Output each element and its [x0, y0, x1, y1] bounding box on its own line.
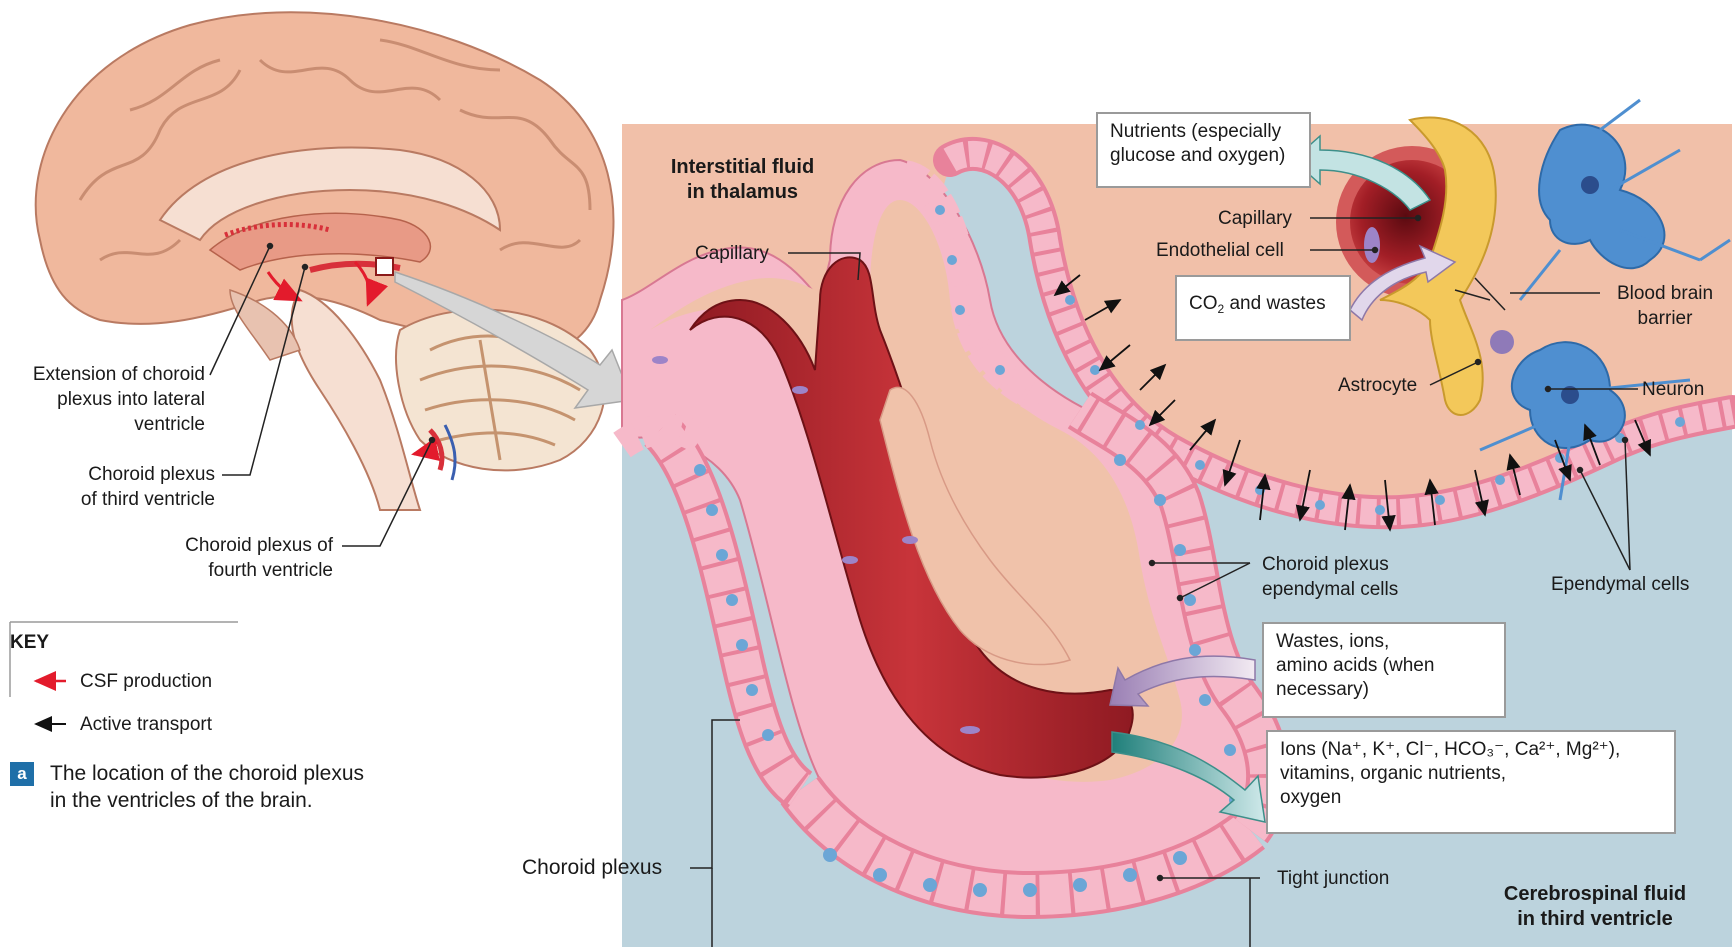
- key-csf-production: CSF production: [80, 669, 212, 694]
- panel-caption: The location of the choroid plexus in th…: [50, 760, 364, 814]
- label-neuron: Neuron: [1642, 377, 1704, 402]
- label-extension-choroid: Extension of choroid plexus into lateral…: [0, 362, 205, 437]
- label-capillary-right: Capillary: [1218, 206, 1292, 231]
- label-choroid-ependymal-cells: Choroid plexus ependymal cells: [1262, 552, 1398, 602]
- label-choroid-fourth-ventricle: Choroid plexus of fourth ventricle: [130, 533, 333, 583]
- label-csf-third-ventricle: Cerebrospinal fluid in third ventricle: [1460, 882, 1730, 932]
- label-choroid-plexus: Choroid plexus: [522, 855, 662, 880]
- ions-line-1: Ions (Na⁺, K⁺, Cl⁻, HCO₃⁻, Ca²⁺, Mg²⁺),: [1280, 738, 1662, 762]
- co2-text: CO: [1189, 293, 1218, 314]
- label-tight-junction: Tight junction: [1277, 866, 1389, 891]
- label-astrocyte: Astrocyte: [1338, 373, 1417, 398]
- box-nutrients: Nutrients (especially glucose and oxygen…: [1096, 112, 1311, 188]
- label-capillary-left: Capillary: [695, 241, 769, 266]
- key-title: KEY: [10, 632, 49, 654]
- ions-line-2: vitamins, organic nutrients, oxygen: [1280, 762, 1662, 810]
- label-choroid-third-ventricle: Choroid plexus of third ventricle: [30, 462, 215, 512]
- label-interstitial-fluid: Interstitial fluid in thalamus: [640, 155, 845, 205]
- zoom-region-marker: [376, 258, 393, 275]
- key-active-transport: Active transport: [80, 712, 212, 737]
- label-blood-brain-barrier: Blood brain barrier: [1600, 281, 1730, 331]
- label-endothelial-cell: Endothelial cell: [1156, 238, 1284, 263]
- label-ependymal-cells: Ependymal cells: [1551, 572, 1689, 597]
- box-co2-wastes: CO2 and wastes: [1175, 275, 1351, 341]
- box-wastes-ions: Wastes, ions, amino acids (when necessar…: [1262, 622, 1506, 718]
- co2-suffix: and wastes: [1224, 293, 1325, 314]
- box-ions-nutrients: Ions (Na⁺, K⁺, Cl⁻, HCO₃⁻, Ca²⁺, Mg²⁺), …: [1266, 730, 1676, 834]
- panel-badge: a: [10, 762, 34, 786]
